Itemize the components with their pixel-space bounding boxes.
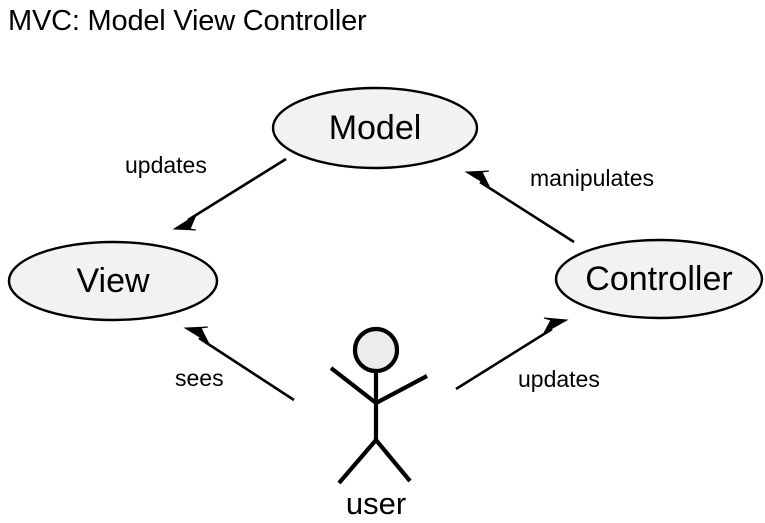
- actor-right-arm-line: [375, 374, 428, 405]
- page-title: MVC: Model View Controller: [8, 5, 367, 37]
- actor-left-arm-line: [329, 366, 378, 405]
- arrow-head-controller-to-model: [464, 170, 491, 188]
- node-controller-shape[interactable]: [554, 238, 764, 320]
- actor-right-leg-line: [374, 438, 412, 483]
- node-model-shape[interactable]: [271, 86, 479, 170]
- actor-left-leg-line: [337, 438, 378, 485]
- edge-model-updates-view: [172, 157, 287, 231]
- edge-controller-manipulates-model: [464, 170, 575, 244]
- edge-user-sees-view: [183, 326, 295, 402]
- edge-label-updates-user-controller: updates: [518, 366, 600, 392]
- node-model-label: Model: [329, 109, 422, 147]
- edge-line-model-to-view: [187, 157, 287, 222]
- edge-user-updates-controller: [455, 317, 569, 391]
- node-view-shape[interactable]: [7, 240, 219, 322]
- node-controller-label: Controller: [585, 260, 732, 298]
- actor-user[interactable]: user: [329, 326, 428, 521]
- edge-line-controller-to-model: [479, 180, 575, 244]
- node-model[interactable]: Model: [271, 86, 479, 170]
- actor-head-icon: [352, 326, 400, 374]
- actor-user-label: user: [346, 486, 406, 521]
- arrow-head-model-to-view: [172, 213, 198, 231]
- node-controller[interactable]: Controller: [554, 238, 764, 320]
- edge-line-user-to-controller: [455, 327, 553, 391]
- edge-line-user-to-view: [198, 336, 295, 402]
- edge-label-updates-model-view: updates: [125, 152, 207, 178]
- arrow-head-user-to-controller: [542, 317, 569, 335]
- node-view[interactable]: View: [7, 240, 219, 322]
- node-view-label: View: [76, 262, 150, 300]
- edge-label-manipulates: manipulates: [530, 165, 654, 191]
- edge-label-sees: sees: [175, 365, 224, 391]
- arrow-head-user-to-view: [183, 326, 210, 344]
